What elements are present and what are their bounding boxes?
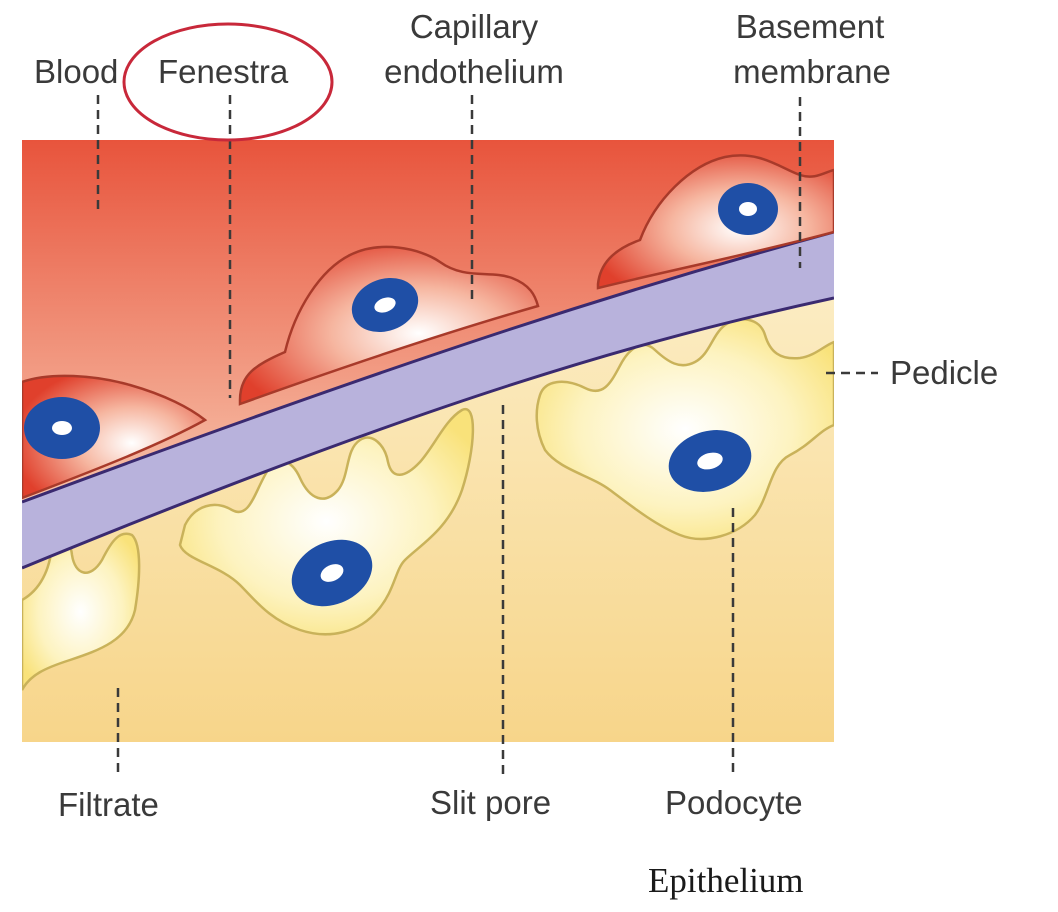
label-epithelium: Epithelium: [648, 861, 804, 900]
label-endothelium: endothelium: [384, 53, 564, 90]
nucleus-endothelial-left: [24, 397, 100, 459]
label-fenestra: Fenestra: [158, 53, 289, 90]
label-basement: Basement: [736, 8, 885, 45]
label-slit-pore: Slit pore: [430, 784, 551, 821]
label-membrane: membrane: [733, 53, 891, 90]
label-filtrate: Filtrate: [58, 786, 159, 823]
label-blood: Blood: [34, 53, 118, 90]
label-podocyte: Podocyte: [665, 784, 803, 821]
label-pedicle: Pedicle: [890, 354, 998, 391]
label-capillary: Capillary: [410, 8, 539, 45]
nucleus-endothelial-right: [718, 183, 778, 235]
